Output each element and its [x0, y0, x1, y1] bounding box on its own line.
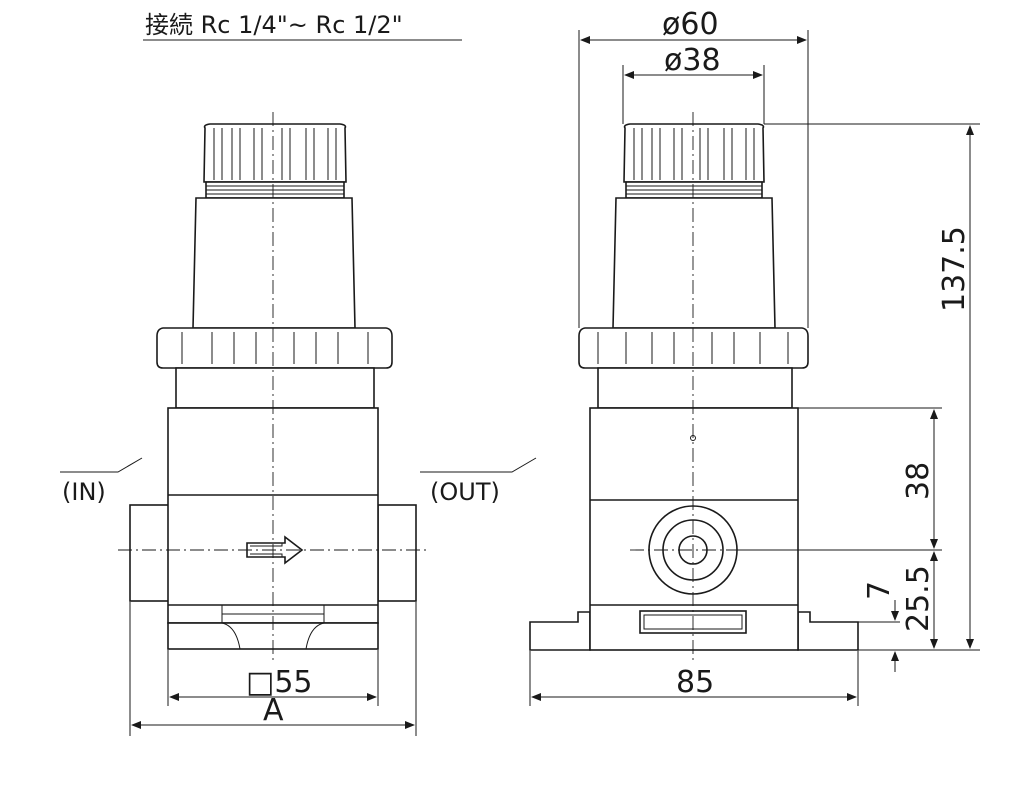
right-neck: [597, 367, 793, 409]
right-ring-nut: [578, 327, 809, 369]
flow-arrow-icon: [246, 535, 304, 565]
dim-85-label: 85: [676, 665, 714, 700]
dim-60-label: ø60: [662, 7, 719, 42]
connection-title: 接続 Rc 1/4"~ Rc 1/2": [145, 11, 403, 39]
left-knob-ribs: [213, 128, 337, 180]
dim-137-label: 137.5: [937, 226, 972, 312]
dim-25-label: 25.5: [901, 565, 936, 632]
left-ring-nut: [156, 327, 393, 369]
left-out-port: [377, 504, 417, 602]
dim-a-label: A: [263, 693, 284, 728]
left-ring-ribs: [181, 332, 369, 364]
right-base-right-flange: [797, 611, 859, 651]
right-bonnet: [612, 197, 776, 329]
in-label: (IN): [62, 478, 106, 506]
right-knob: [623, 123, 765, 183]
right-ring-ribs: [597, 332, 789, 364]
left-neck: [175, 367, 375, 409]
left-bonnet: [192, 197, 356, 329]
left-knob: [203, 123, 347, 183]
right-knob-ribs: [633, 128, 755, 180]
right-view: ø60 ø38 137.5 38 25.5 7 85: [529, 7, 980, 706]
left-view: (IN) (OUT) □55 A: [60, 112, 537, 736]
dim-38-diam-label: ø38: [664, 43, 721, 78]
left-in-port: [129, 504, 171, 602]
out-label: (OUT): [430, 478, 500, 506]
dim-38-height-label: 38: [901, 462, 936, 500]
right-base-left-flange: [529, 611, 591, 651]
dim-55-label: □55: [246, 665, 313, 700]
dim-7-label: 7: [862, 581, 897, 600]
